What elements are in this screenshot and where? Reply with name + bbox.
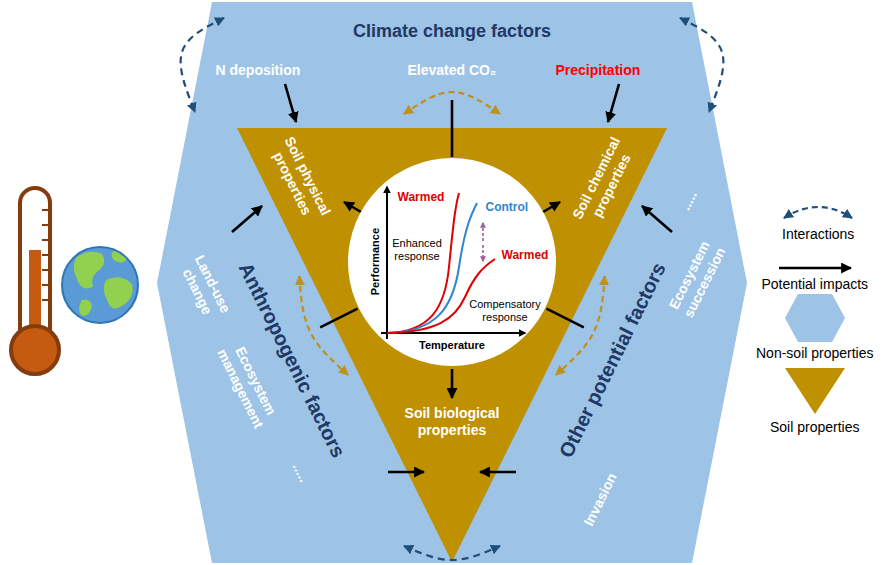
- legend-sample: [775, 258, 855, 278]
- continent: [112, 251, 128, 263]
- interaction-arrow: [404, 546, 500, 560]
- axis-label: Temperature: [419, 339, 485, 352]
- continent: [74, 252, 105, 289]
- curve-label: Warmed: [398, 190, 445, 204]
- link-line: [451, 100, 454, 157]
- warmed-curve: [387, 259, 495, 333]
- chart-circle: WarmedControlEnhanced responseWarmedComp…: [347, 157, 557, 367]
- y-axis: [386, 187, 388, 339]
- soil-property-label: Soil chemical properties: [569, 135, 639, 229]
- globe: [62, 247, 138, 323]
- legend-sample: [776, 194, 860, 224]
- legend-line-sample: [779, 267, 851, 270]
- factor-label: N deposition: [216, 62, 301, 79]
- impact-arrow: [344, 202, 361, 212]
- legend-sample: [785, 368, 845, 414]
- soil-property-label: Soil biological properties: [391, 405, 513, 439]
- interaction-arrow: [680, 18, 723, 112]
- region-title: Climate change factors: [353, 21, 551, 43]
- axis-label: Performance: [369, 227, 382, 294]
- soil-triangle: [237, 128, 667, 562]
- legend-text: Soil properties: [770, 419, 860, 436]
- ellipsis-label: .....: [676, 187, 700, 212]
- factor-label: Elevated CO₂: [408, 62, 497, 79]
- region-title: Other potential factors: [554, 259, 671, 462]
- response-label: Enhanced response: [390, 237, 444, 263]
- control-curve: [387, 203, 477, 333]
- link-line: [320, 309, 357, 328]
- impact-arrow: [642, 206, 672, 232]
- factor-region: Other potential factorsEcosystem success…: [540, 180, 740, 520]
- soil-property-label: Soil biological properties: [387, 402, 517, 442]
- soil-property-label: Soil physical properties: [265, 131, 336, 228]
- impact-arrow: [543, 202, 560, 212]
- impact-arrow: [232, 206, 262, 232]
- curve-label: Control: [486, 200, 529, 214]
- impact-arrow: [285, 84, 296, 122]
- impact-arrow: [608, 84, 619, 122]
- curve-label: Warmed: [502, 248, 549, 262]
- ellipsis-label: .....: [288, 459, 312, 484]
- continent: [79, 300, 92, 316]
- globe-land: [74, 251, 133, 316]
- factor-label: Ecosystem succession: [661, 230, 732, 327]
- legend-text: Interactions: [782, 226, 854, 243]
- shift-arrow: [482, 245, 484, 261]
- factor-region: Anthropogenic factorsLand-use changeEcos…: [170, 240, 360, 490]
- legend-line-sample: [784, 207, 852, 218]
- chart-circle: [348, 158, 556, 366]
- legend-text: Potential impacts: [762, 276, 869, 293]
- thermometer-ticks: [42, 210, 48, 300]
- warmed-curve: [387, 193, 459, 333]
- legend-swatch: [785, 294, 845, 342]
- impact-arrow: [451, 369, 454, 398]
- soil-property-label: Soil chemical properties: [568, 131, 641, 232]
- factor-region: Climate change factors N deposition Elevat…: [212, 2, 692, 98]
- link-line: [547, 309, 584, 328]
- thermometer-bulb: [11, 326, 59, 374]
- factor-label: Precipitation: [556, 62, 641, 79]
- legend-swatch: [785, 368, 845, 414]
- interaction-arrow: [299, 276, 348, 375]
- non-soil-hexagon: [157, 2, 747, 563]
- interaction-arrow: [404, 92, 500, 114]
- shift-arrow: [482, 223, 484, 241]
- factor-label: Land-use change: [174, 248, 236, 327]
- continent: [104, 277, 133, 308]
- legend-text: Non-soil properties: [756, 345, 874, 362]
- response-label: Compensatory response: [466, 298, 544, 324]
- soil-property-label: Soil physical properties: [265, 133, 335, 227]
- legend-sample: [785, 294, 845, 342]
- factor-label: Invasion: [581, 470, 621, 528]
- impact-arrow: [388, 471, 424, 474]
- impact-arrow: [480, 471, 516, 474]
